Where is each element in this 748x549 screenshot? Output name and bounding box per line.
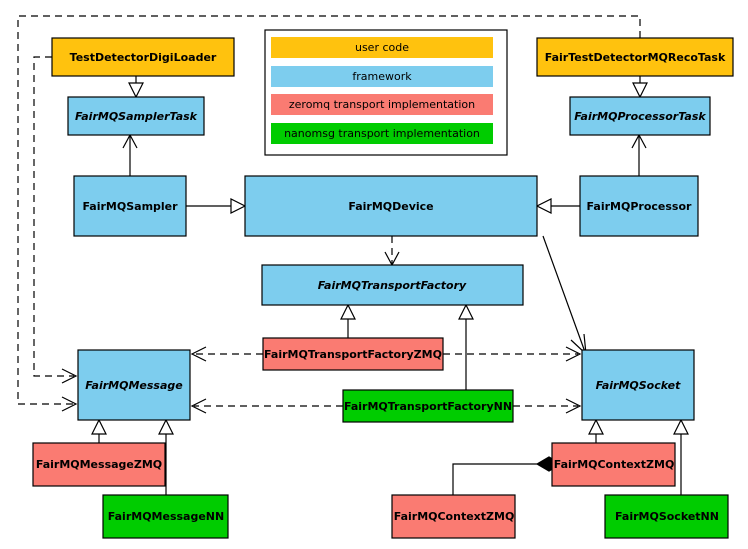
node-fairmqmessagezmq[interactable]: FairMQMessageZMQ [32, 442, 166, 487]
node-label: FairTestDetectorMQRecoTask [545, 51, 726, 64]
arrowhead-messagezmq-to-message [91, 418, 107, 435]
node-box[interactable] [73, 175, 187, 237]
node-label: FairMQContextZMQ [394, 510, 515, 523]
legend-item-nanomsg: nanomsg transport implementation [271, 123, 493, 144]
arrowhead-digiloader-to-message [61, 368, 78, 384]
node-box[interactable] [262, 337, 444, 371]
node-box[interactable] [102, 494, 229, 539]
legend: user code framework zeromq transport imp… [264, 29, 508, 156]
node-fairmqcontextzmq[interactable]: FairMQContextZMQ [391, 494, 516, 539]
legend-item-label: user code [355, 41, 409, 54]
node-label: FairMQSocket [596, 379, 682, 392]
legend-swatch [271, 123, 493, 144]
node-fairmqsamplertask[interactable]: FairMQSamplerTask [67, 96, 205, 136]
edge-layer [17, 15, 689, 495]
arrowhead-socketzmq-to-socket [588, 418, 604, 435]
node-fairmqsampler[interactable]: FairMQSampler [73, 175, 187, 237]
node-label: FairMQMessage [85, 379, 183, 392]
node-layer: TestDetectorDigiLoader FairTestDetectorM… [32, 37, 734, 539]
node-box[interactable] [604, 494, 729, 539]
arrowhead-recotask-to-processortask [632, 82, 648, 99]
node-box[interactable] [244, 175, 538, 237]
node-fairtestdetectormqrecotask[interactable]: FairTestDetectorMQRecoTask [536, 37, 734, 77]
node-label: FairMQSampler [82, 200, 178, 213]
node-box[interactable] [51, 37, 235, 77]
node-fairmqprocessor[interactable]: FairMQProcessor [579, 175, 699, 237]
legend-item-framework: framework [271, 66, 493, 87]
node-fairmqtransportfactoryzmq[interactable]: FairMQTransportFactoryZMQ [262, 337, 444, 371]
node-label: FairMQTransportFactory [318, 279, 467, 292]
arrowhead-factorynn-to-message [190, 398, 207, 414]
node-fairmqsocket[interactable]: FairMQSocket [581, 349, 695, 421]
node-box[interactable] [569, 96, 711, 136]
node-label: FairMQProcessorTask [574, 110, 706, 123]
arrowhead-factoryzmq-to-message [190, 346, 207, 362]
node-fairmqsocketzmq[interactable]: FairMQContextZMQ [551, 442, 676, 487]
node-box[interactable] [342, 389, 514, 423]
node-box[interactable] [67, 96, 205, 136]
arrowhead-sampler-to-device [230, 198, 247, 214]
edge-contextzmq-to-socketzmq [452, 463, 537, 495]
node-testdetectordigiloader[interactable]: TestDetectorDigiLoader [51, 37, 235, 77]
node-label: FairMQSocketNN [615, 510, 719, 523]
arrowhead-factorynn-to-socket [565, 398, 582, 414]
node-label: FairMQTransportFactoryNN [344, 400, 512, 413]
node-label: FairMQMessageNN [108, 510, 224, 523]
node-box[interactable] [579, 175, 699, 237]
arrowhead-factoryzmq-to-transportfactory [340, 303, 356, 320]
legend-item-label: nanomsg transport implementation [284, 127, 480, 140]
node-label: FairMQContextZMQ [554, 458, 675, 471]
node-box[interactable] [581, 349, 695, 421]
arrowhead-factoryzmq-to-socket [565, 346, 582, 362]
legend-swatch [271, 37, 493, 58]
arrowhead-processor-to-device [535, 198, 552, 214]
legend-item-zeromq: zeromq transport implementation [271, 94, 493, 115]
node-fairmqtransportfactory[interactable]: FairMQTransportFactory [261, 264, 524, 306]
arrowhead-factorynn-to-transportfactory [458, 303, 474, 320]
node-box[interactable] [551, 442, 676, 487]
node-box[interactable] [77, 349, 191, 421]
node-label: FairMQMessageZMQ [36, 458, 162, 471]
arrowhead-messagenn-to-message [158, 418, 174, 435]
node-label: FairMQSamplerTask [75, 110, 198, 123]
node-box[interactable] [32, 442, 166, 487]
node-box[interactable] [261, 264, 524, 306]
edge-recotask-to-message [17, 15, 641, 405]
node-fairmqmessagenn[interactable]: FairMQMessageNN [102, 494, 229, 539]
node-box[interactable] [391, 494, 516, 539]
node-label: FairMQProcessor [587, 200, 692, 213]
node-fairmqdevice[interactable]: FairMQDevice [244, 175, 538, 237]
arrowhead-recotask-to-message [61, 396, 78, 412]
legend-swatch [271, 94, 493, 115]
legend-swatch [271, 66, 493, 87]
node-fairmqsocketnn[interactable]: FairMQSocketNN [604, 494, 729, 539]
arrowhead-digiloader-to-samplertask [128, 82, 144, 99]
node-fairmqtransportfactorynn[interactable]: FairMQTransportFactoryNN [342, 389, 514, 423]
node-label: TestDetectorDigiLoader [70, 51, 217, 64]
node-label: FairMQTransportFactoryZMQ [264, 348, 442, 361]
edge-device-to-socket [542, 235, 586, 353]
node-label: FairMQDevice [348, 200, 433, 213]
node-fairmqmessage[interactable]: FairMQMessage [77, 349, 191, 421]
legend-item-label: framework [352, 70, 412, 83]
arrowhead-socketnn-to-socket [673, 418, 689, 435]
legend-item-user-code: user code [271, 37, 493, 58]
legend-item-label: zeromq transport implementation [289, 98, 475, 111]
node-fairmqprocessortask[interactable]: FairMQProcessorTask [569, 96, 711, 136]
node-box[interactable] [536, 37, 734, 77]
